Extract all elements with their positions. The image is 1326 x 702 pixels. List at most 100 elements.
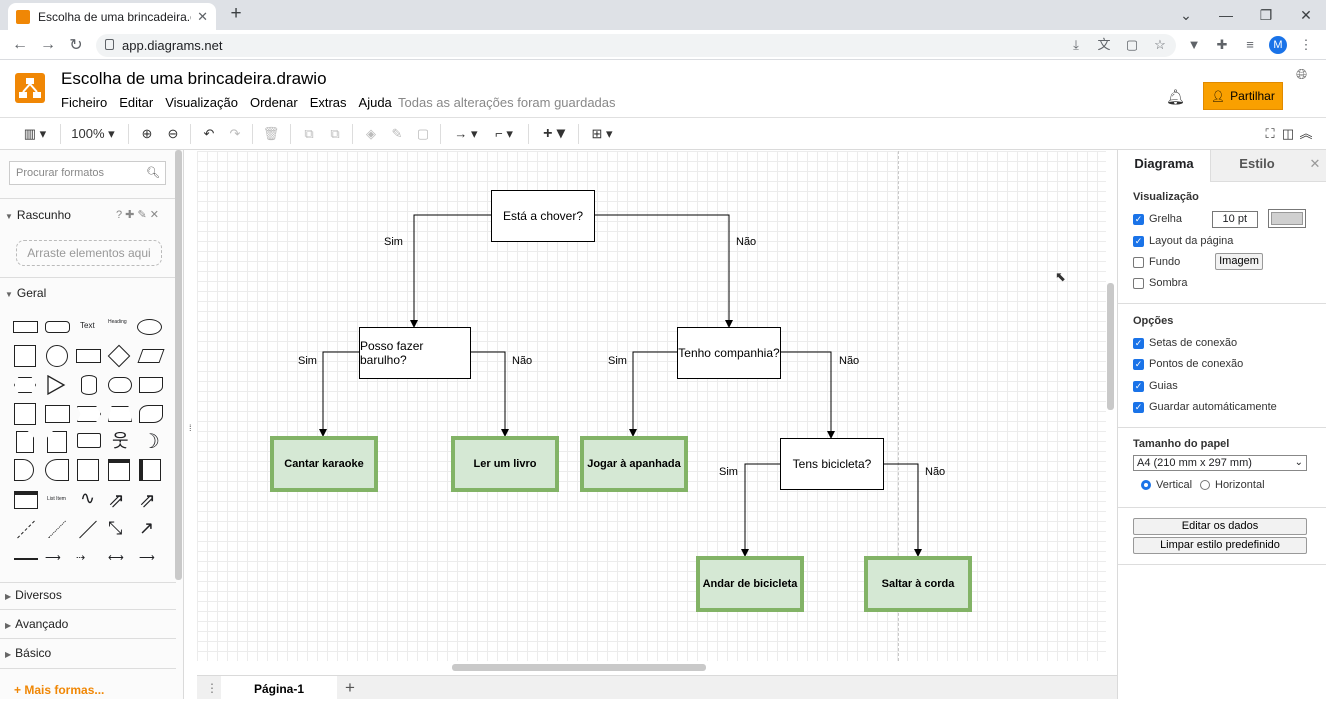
fill-color-icon[interactable]: ◈	[366, 126, 376, 141]
diagram-canvas[interactable]: Está a chover? Posso fazer barulho? Tenh…	[197, 151, 1106, 661]
table-icon[interactable]: ⊞ ▾	[591, 126, 613, 141]
landscape-radio[interactable]: Horizontal	[1200, 479, 1265, 491]
to-back-icon[interactable]: ⧉	[330, 126, 340, 141]
shape-vertical-container[interactable]	[139, 459, 161, 481]
grid-size-input[interactable]: 10 pt	[1212, 211, 1258, 228]
menu-edit[interactable]: Editar	[119, 95, 154, 110]
edge-label-bike-yes[interactable]: Sim	[719, 466, 738, 478]
document-title[interactable]: Escolha de uma brincadeira.drawio	[61, 69, 327, 88]
edge-label-root-no[interactable]: Não	[736, 236, 757, 248]
to-front-icon[interactable]: ⧉	[304, 126, 314, 141]
waypoints-icon[interactable]: ⌐ ▾	[495, 126, 513, 141]
shape-callout[interactable]	[77, 433, 101, 448]
shape-actor-icon[interactable]: 웃	[112, 431, 129, 451]
node-root[interactable]: Está a chover?	[491, 190, 595, 242]
edge-company-no[interactable]	[780, 351, 835, 439]
collapse-icon[interactable]: ︽	[1299, 126, 1313, 141]
general-header[interactable]: ▼Geral	[5, 286, 46, 300]
notifications-bell-icon[interactable]: 🔔︎	[1166, 89, 1186, 106]
shape-list[interactable]	[14, 491, 38, 509]
zoom-in-icon[interactable]: ⊕	[141, 126, 153, 141]
format-toggle-icon[interactable]: ◫	[1281, 126, 1295, 141]
tab-search-icon[interactable]: ⌄	[1180, 6, 1192, 23]
back-icon[interactable]: ←	[12, 36, 28, 53]
scratchpad-drop-zone[interactable]: Arraste elementos aqui	[16, 240, 162, 266]
forward-icon[interactable]: →	[40, 36, 56, 53]
shape-arrow-icon[interactable]: ⇗	[139, 490, 156, 512]
edge-noise-no[interactable]	[470, 351, 509, 437]
shape-process[interactable]	[76, 349, 101, 363]
shadow-checkbox[interactable]: Sombra	[1133, 277, 1188, 289]
misc-header[interactable]: ▶Diversos	[5, 588, 62, 602]
shape-tape[interactable]	[139, 405, 163, 423]
share-button[interactable]: 👤︎ Partilhar	[1203, 82, 1283, 110]
shape-card[interactable]	[47, 431, 67, 453]
shape-trapezoid[interactable]	[108, 406, 132, 422]
edge-root-yes[interactable]	[410, 214, 491, 328]
close-window-icon[interactable]: ✕	[1300, 6, 1312, 23]
shape-note[interactable]	[16, 431, 34, 453]
leaf-ride[interactable]: Andar de bicicleta	[696, 556, 804, 612]
connection-style-icon[interactable]: → ▾	[454, 126, 478, 141]
extension-shield-icon[interactable]: ▼	[1187, 37, 1201, 52]
shape-triangle[interactable]	[46, 374, 66, 396]
grid-checkbox[interactable]: ✓Grelha	[1133, 213, 1182, 225]
edge-bike-no[interactable]	[883, 463, 922, 557]
shape-container[interactable]	[77, 459, 99, 481]
edit-data-button[interactable]: Editar os dados	[1133, 518, 1307, 535]
close-panel-icon[interactable]: ✕	[1303, 150, 1326, 182]
shape-cube[interactable]	[45, 405, 70, 423]
reload-icon[interactable]: ↻	[69, 37, 83, 54]
guides-checkbox[interactable]: ✓Guias	[1133, 380, 1178, 392]
shape-swimlane[interactable]	[108, 459, 130, 481]
shape-internal-storage[interactable]	[14, 403, 36, 425]
install-app-icon[interactable]: ⤓	[1073, 37, 1079, 52]
redo-icon[interactable]: ↷	[229, 126, 241, 141]
sidebar-resize-handle[interactable]: ⁞	[189, 423, 192, 433]
edge-root-no[interactable]	[594, 214, 733, 328]
scratchpad-header[interactable]: ▼Rascunho	[5, 208, 71, 222]
autosave-checkbox[interactable]: ✓Guardar automáticamente	[1133, 401, 1277, 413]
menu-view[interactable]: Visualização	[165, 95, 238, 110]
format-panel-toggle-icon[interactable]: ▥ ▾	[23, 126, 47, 141]
profile-avatar[interactable]: M	[1269, 36, 1287, 54]
shape-diamond[interactable]	[107, 344, 131, 368]
shape-line[interactable]	[79, 520, 97, 539]
edge-label-root-yes[interactable]: Sim	[384, 236, 403, 248]
background-checkbox[interactable]: Fundo	[1133, 256, 1180, 268]
more-shapes-link[interactable]: + Mais formas...	[14, 683, 105, 697]
page-tab-current[interactable]: Página-1	[221, 676, 337, 700]
fullscreen-icon[interactable]: ⛶	[1265, 126, 1275, 141]
shape-ellipse[interactable]	[137, 319, 162, 335]
basic-header[interactable]: ▶Básico	[5, 646, 51, 660]
advanced-header[interactable]: ▶Avançado	[5, 617, 68, 631]
shape-heading[interactable]: Heading	[108, 319, 127, 325]
connection-points-checkbox[interactable]: ✓Pontos de conexão	[1133, 358, 1243, 370]
close-tab-icon[interactable]: ✕	[197, 8, 208, 24]
shape-list-item[interactable]: List Item	[47, 496, 66, 502]
shape-step[interactable]	[77, 406, 101, 422]
shape-delay[interactable]	[14, 459, 34, 481]
shape-or-icon[interactable]: ☽	[142, 431, 160, 453]
browser-menu-icon[interactable]: ⋮	[1299, 37, 1313, 52]
shape-square[interactable]	[14, 345, 36, 367]
media-icon[interactable]: ≡	[1246, 37, 1254, 52]
shape-bidirectional-arrow-icon[interactable]: ⇗	[108, 490, 125, 512]
shape-hexagon[interactable]	[14, 377, 36, 393]
shape-search-input[interactable]: Procurar formatos 🔍︎	[9, 161, 166, 185]
page-layout-checkbox[interactable]: ✓Layout da página	[1133, 235, 1233, 247]
shape-cloud[interactable]	[108, 377, 132, 393]
shape-bidirectional-connector-icon[interactable]: ⤡	[108, 518, 123, 538]
shape-dashed-arrow-icon[interactable]: ⇢	[76, 552, 86, 564]
edge-label-noise-no[interactable]: Não	[512, 355, 533, 367]
tab-style[interactable]: Estilo	[1210, 150, 1303, 182]
zoom-dropdown[interactable]: 100% ▾	[71, 126, 115, 141]
shape-dotted-line[interactable]	[48, 520, 66, 539]
shape-rounded-rectangle[interactable]	[45, 321, 70, 333]
connection-arrows-checkbox[interactable]: ✓Setas de conexão	[1133, 337, 1237, 349]
language-globe-icon[interactable]: 🌐︎	[1296, 66, 1308, 82]
grid-color-button[interactable]	[1268, 209, 1306, 228]
shape-double-arrow-icon[interactable]: ⟷	[108, 552, 124, 564]
tab-diagram[interactable]: Diagrama	[1118, 150, 1210, 182]
shape-circle[interactable]	[46, 345, 68, 367]
